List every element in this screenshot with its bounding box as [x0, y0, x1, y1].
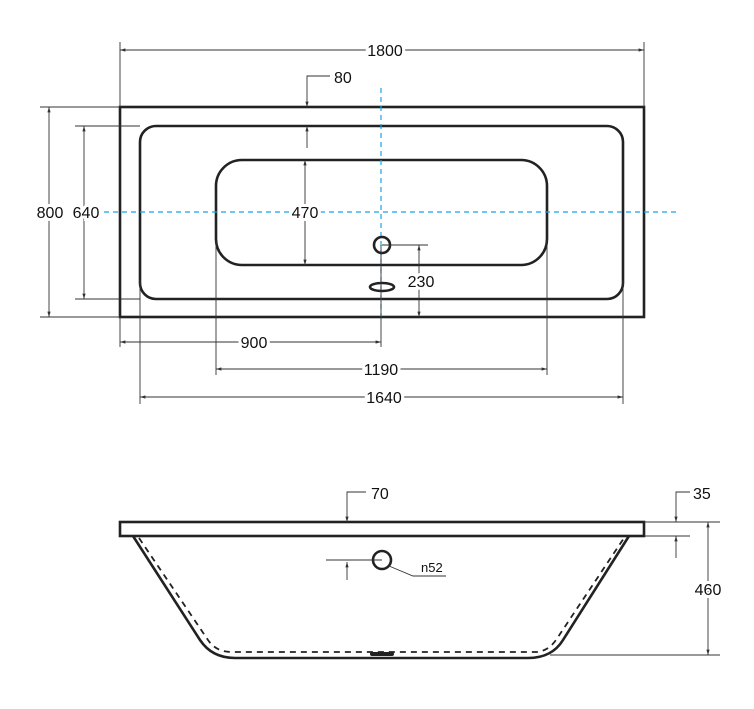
dim-1190-label: 1190 — [364, 362, 399, 379]
dimension-basin-length: 1190 — [215, 240, 548, 382]
dimension-overall-width: 800 — [34, 106, 120, 318]
basin-outline — [214, 158, 549, 267]
dim-470-label: 470 — [292, 205, 319, 222]
tub-body-profile — [131, 535, 631, 660]
overflow-diameter-label: n52 — [421, 560, 443, 575]
top-view: 1800 80 800 640 470 — [34, 40, 677, 410]
dimension-rim-width: 80 — [305, 70, 352, 148]
side-view: n52 70 35 460 — [118, 486, 724, 660]
drain-bar — [370, 652, 394, 656]
dim-80-label: 80 — [334, 70, 352, 87]
dim-1640-label: 1640 — [366, 390, 402, 407]
dim-460-label: 460 — [695, 582, 722, 599]
dim-800-label: 800 — [37, 205, 64, 222]
dim-1800-label: 1800 — [367, 43, 403, 60]
dim-35-label: 35 — [693, 486, 711, 503]
dimension-basin-width: 470 — [289, 160, 321, 265]
dimension-rim-edge: 35 — [644, 486, 720, 558]
dim-70-label: 70 — [371, 486, 389, 503]
dimension-depth: 460 — [550, 522, 724, 656]
dimension-rim-thickness: 70 — [345, 486, 389, 522]
dimension-overall-length: 1800 — [119, 40, 645, 107]
dimension-drain-from-end: 900 — [119, 317, 381, 355]
dimension-inner-length: 1640 — [139, 280, 624, 410]
dim-900-label: 900 — [241, 335, 268, 352]
dimension-inner-width: 640 — [70, 125, 140, 300]
drain-hole — [368, 281, 396, 293]
dim-230-label: 230 — [408, 274, 435, 291]
dimension-drain-offset: 230 — [382, 244, 437, 317]
rim-profile — [118, 520, 646, 538]
dim-640-label: 640 — [73, 205, 100, 222]
tub-inner-dashed-profile — [138, 537, 625, 653]
